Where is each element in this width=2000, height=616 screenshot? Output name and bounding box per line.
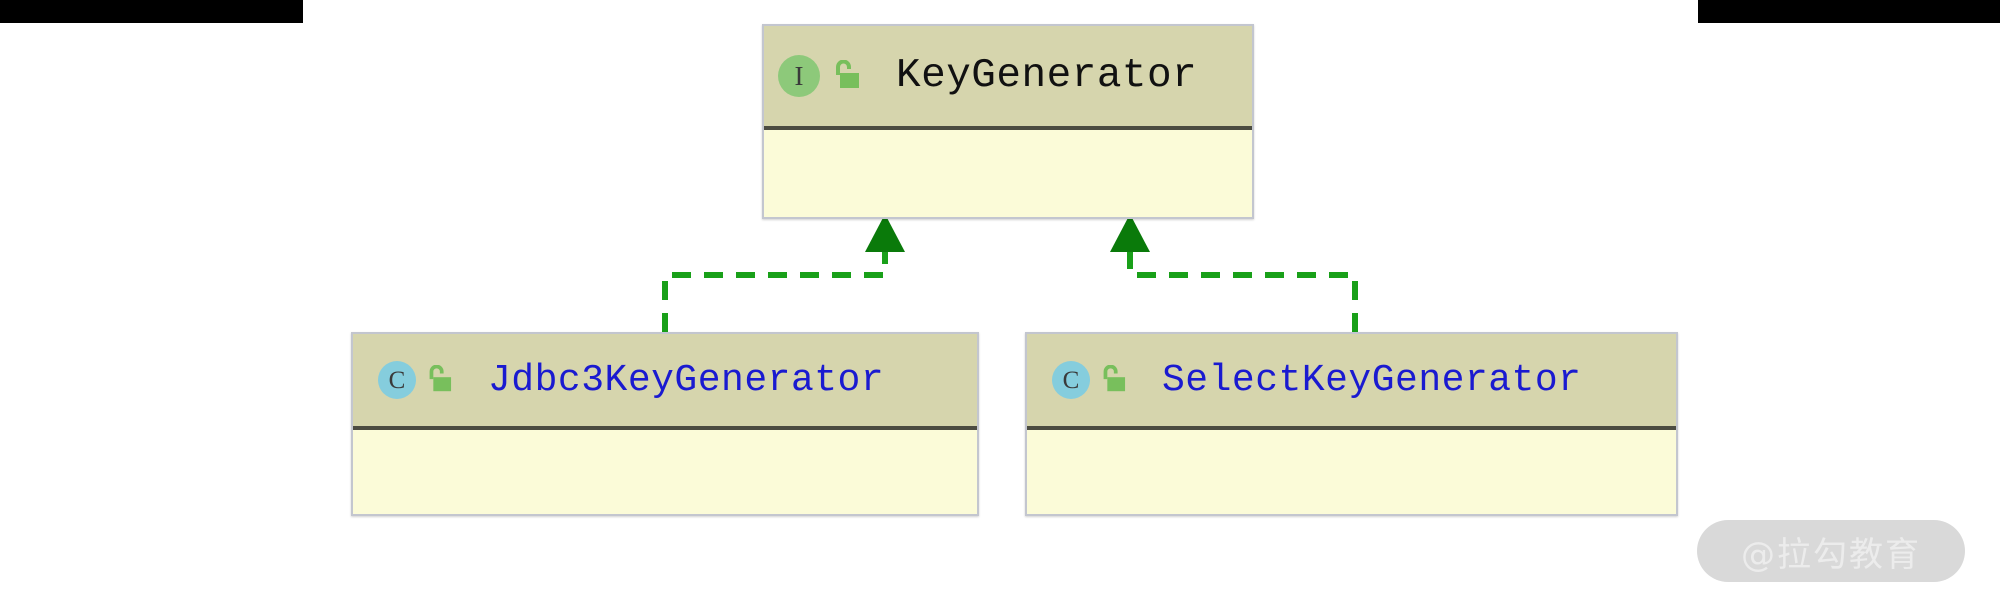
class-title: SelectKeyGenerator [1162,358,1582,402]
class-header: C Jdbc3KeyGenerator [353,334,977,430]
uml-class-selectkeygenerator[interactable]: C SelectKeyGenerator [1025,332,1678,516]
class-badge-icon: C [1052,361,1090,399]
realization-edge-selectkeygenerator [1110,214,1358,332]
letterbox-bar-top-right [1698,0,2000,23]
interface-header: I KeyGenerator [764,26,1252,130]
unlocked-padlock-icon [1103,365,1126,392]
watermark-text: @拉勾教育 [1741,534,1921,575]
interface-title: KeyGenerator [896,53,1198,99]
realization-arrowhead-right [1110,214,1150,252]
interface-members-compartment [764,130,1252,217]
realization-arrowhead-left [865,214,905,252]
class-title: Jdbc3KeyGenerator [488,358,885,402]
class-badge-icon: C [378,361,416,399]
unlocked-padlock-icon [429,365,452,392]
class-header: C SelectKeyGenerator [1027,334,1676,430]
uml-interface-keygenerator[interactable]: I KeyGenerator [762,24,1254,219]
letterbox-bar-top-left [0,0,303,23]
unlocked-padlock-icon [836,60,859,88]
class-members-compartment [1027,430,1676,514]
uml-class-jdbc3keygenerator[interactable]: C Jdbc3KeyGenerator [351,332,979,516]
realization-edge-jdbc3keygenerator [662,214,905,332]
interface-badge-icon: I [778,55,820,97]
watermark-badge: @拉勾教育 [1697,520,1965,582]
class-members-compartment [353,430,977,514]
